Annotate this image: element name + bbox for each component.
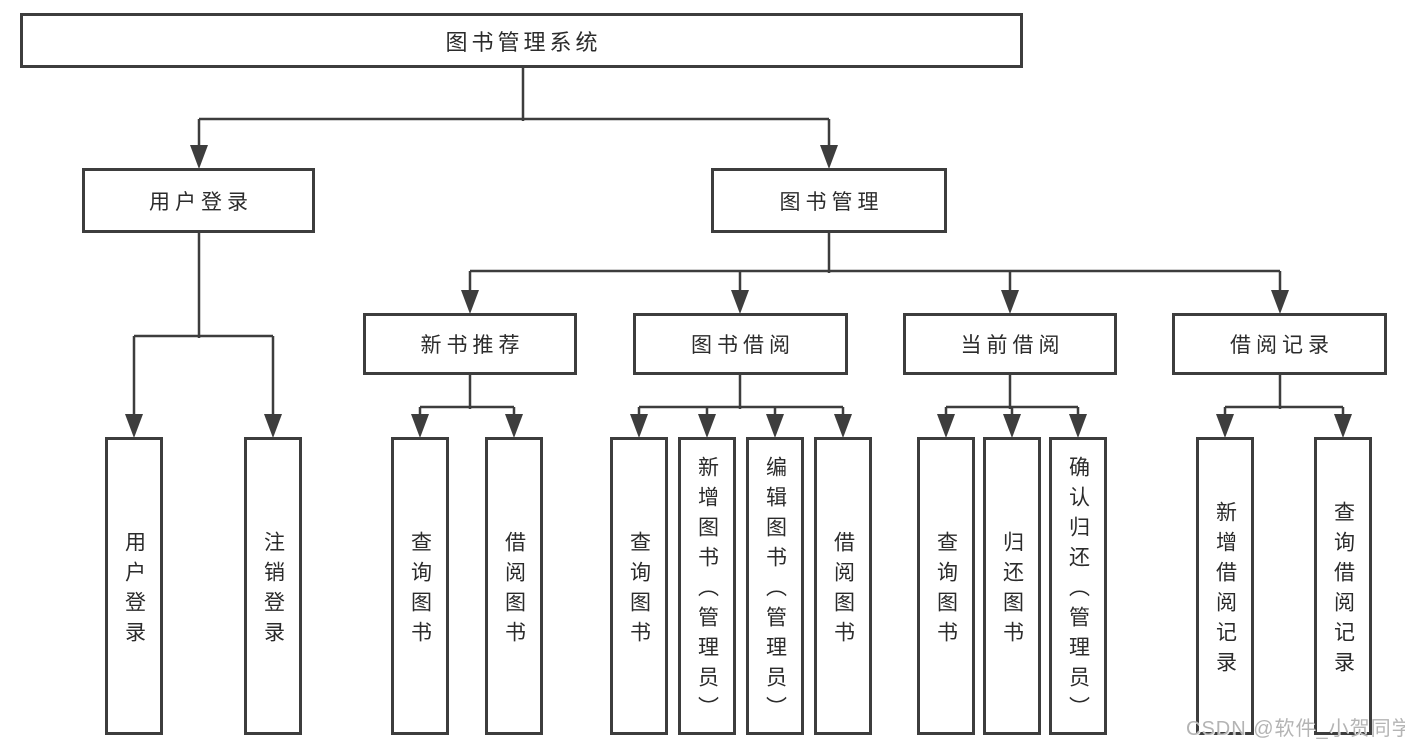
arrowhead xyxy=(731,290,749,314)
node-label: 用户登录 xyxy=(149,190,253,214)
node-label: 查询借阅记录 xyxy=(1331,500,1355,681)
connector-user-login xyxy=(132,233,275,416)
node-label: 确认归还（管理员） xyxy=(1066,455,1090,726)
leaf-confirm-return-admin: 确认归还（管理员） xyxy=(1049,437,1107,735)
arrowhead xyxy=(505,414,523,438)
leaf-user-login: 用户登录 xyxy=(105,437,163,735)
connector-new-book-recommend xyxy=(418,375,516,416)
leaf-add-borrow-record: 新增借阅记录 xyxy=(1196,437,1254,735)
arrowhead xyxy=(630,414,648,438)
leaf-query-book: 查询图书 xyxy=(610,437,668,735)
arrowhead xyxy=(834,414,852,438)
leaf-logout: 注销登录 xyxy=(244,437,302,735)
leaf-borrow-book-recommend: 借阅图书 xyxy=(485,437,543,735)
node-label: 新增图书（管理员） xyxy=(695,455,719,726)
node-current-borrow: 当前借阅 xyxy=(903,313,1117,375)
node-label: 图书借阅 xyxy=(691,334,795,357)
leaf-return-book: 归还图书 xyxy=(983,437,1041,735)
leaf-query-borrow-record: 查询借阅记录 xyxy=(1314,437,1372,735)
node-label: 查询图书 xyxy=(627,530,651,651)
node-label: 归还图书 xyxy=(1000,530,1024,651)
connector-borrow-record xyxy=(1223,375,1345,416)
node-label: 查询图书 xyxy=(408,530,432,651)
arrowhead xyxy=(125,414,143,438)
arrowhead xyxy=(1001,290,1019,314)
arrowhead xyxy=(411,414,429,438)
node-borrow-record: 借阅记录 xyxy=(1172,313,1387,375)
node-label: 当前借阅 xyxy=(960,334,1065,357)
node-new-book-recommend: 新书推荐 xyxy=(363,313,577,375)
watermark: CSDN @软件_小贺同学 xyxy=(1186,718,1405,740)
leaf-borrow-book: 借阅图书 xyxy=(814,437,872,735)
node-label: 新书推荐 xyxy=(420,334,525,357)
arrowhead xyxy=(698,414,716,438)
connector-current-borrow xyxy=(944,375,1080,416)
arrowhead xyxy=(1271,290,1289,314)
node-label: 新增借阅记录 xyxy=(1213,500,1237,681)
arrowheads xyxy=(125,145,1352,438)
leaf-add-book-admin: 新增图书（管理员） xyxy=(678,437,736,735)
node-label: 用户登录 xyxy=(122,530,146,651)
node-book-management: 图书管理 xyxy=(711,168,947,233)
leaf-query-book-current: 查询图书 xyxy=(917,437,975,735)
node-label: 图书管理系统 xyxy=(445,29,602,55)
connector-book-borrow xyxy=(637,375,845,416)
node-label: 注销登录 xyxy=(261,530,285,651)
arrowhead xyxy=(190,145,208,169)
arrowhead xyxy=(1216,414,1234,438)
arrowhead xyxy=(820,145,838,169)
connector-root xyxy=(197,68,831,147)
node-book-borrow: 图书借阅 xyxy=(633,313,848,375)
node-library-system: 图书管理系统 xyxy=(20,13,1023,68)
arrowhead xyxy=(1334,414,1352,438)
leaf-query-book-recommend: 查询图书 xyxy=(391,437,449,735)
arrowhead xyxy=(461,290,479,314)
node-label: 图书管理 xyxy=(779,190,884,214)
node-label: 查询图书 xyxy=(934,530,958,651)
arrowhead xyxy=(1003,414,1021,438)
node-label: 借阅图书 xyxy=(502,530,526,651)
leaf-edit-book-admin: 编辑图书（管理员） xyxy=(746,437,804,735)
arrowhead xyxy=(937,414,955,438)
node-label: 编辑图书（管理员） xyxy=(763,455,787,726)
arrowhead xyxy=(1069,414,1087,438)
connector-book-management xyxy=(468,233,1282,292)
node-user-login: 用户登录 xyxy=(82,168,315,233)
arrowhead xyxy=(766,414,784,438)
arrowhead xyxy=(264,414,282,438)
node-label: 借阅记录 xyxy=(1230,334,1334,357)
node-label: 借阅图书 xyxy=(831,530,855,651)
